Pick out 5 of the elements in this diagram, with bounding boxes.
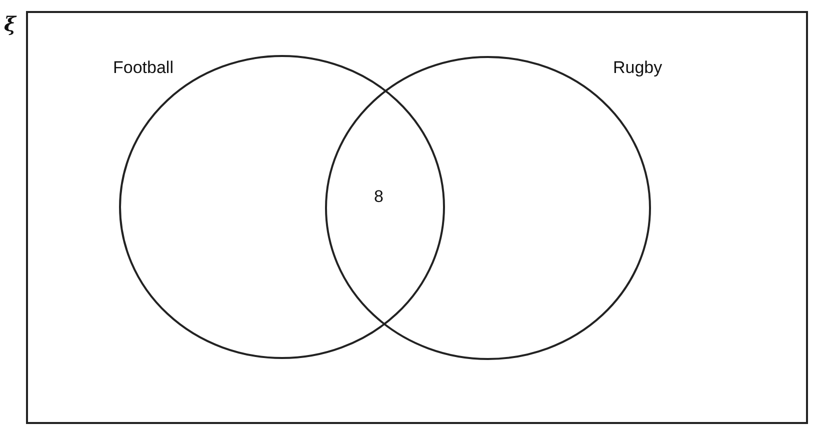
universal-set-rectangle	[26, 11, 808, 424]
set-label: Rugby	[613, 59, 662, 76]
universal-set-symbol: ξ	[4, 14, 16, 34]
set-label: Football	[113, 59, 174, 76]
region-count: 8	[374, 188, 384, 205]
